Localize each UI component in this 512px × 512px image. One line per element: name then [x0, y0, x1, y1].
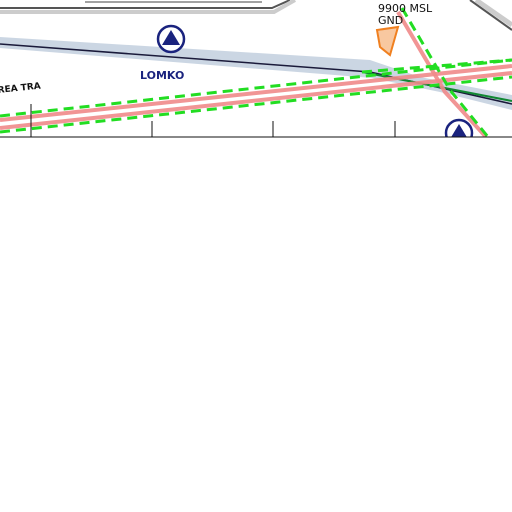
route-green-dashed-1 [0, 58, 512, 118]
route-green-dashed-4 [361, 58, 512, 74]
top-boundary-line [0, 0, 291, 9]
route-pink-1 [0, 64, 512, 122]
waypoint-triangle-icon[interactable] [156, 24, 186, 54]
route-pink-2 [0, 71, 512, 130]
blank-lower-area [0, 137, 512, 512]
altitude-lower: GND [378, 14, 403, 27]
route-green-dashed-2 [0, 75, 512, 134]
route-green-dashed-3 [400, 7, 490, 138]
right-boundary-shadow [474, 0, 512, 28]
waypoint-label: LOMKO [140, 69, 184, 82]
top-boundary-shadow [0, 0, 296, 14]
route-pink-3 [396, 10, 488, 139]
airway-band [0, 37, 512, 110]
right-boundary-line [469, 0, 512, 31]
altitude-upper: 9900 MSL [378, 2, 433, 15]
airspace-label: REA TRA [0, 82, 41, 96]
restricted-area-marker [375, 25, 400, 57]
